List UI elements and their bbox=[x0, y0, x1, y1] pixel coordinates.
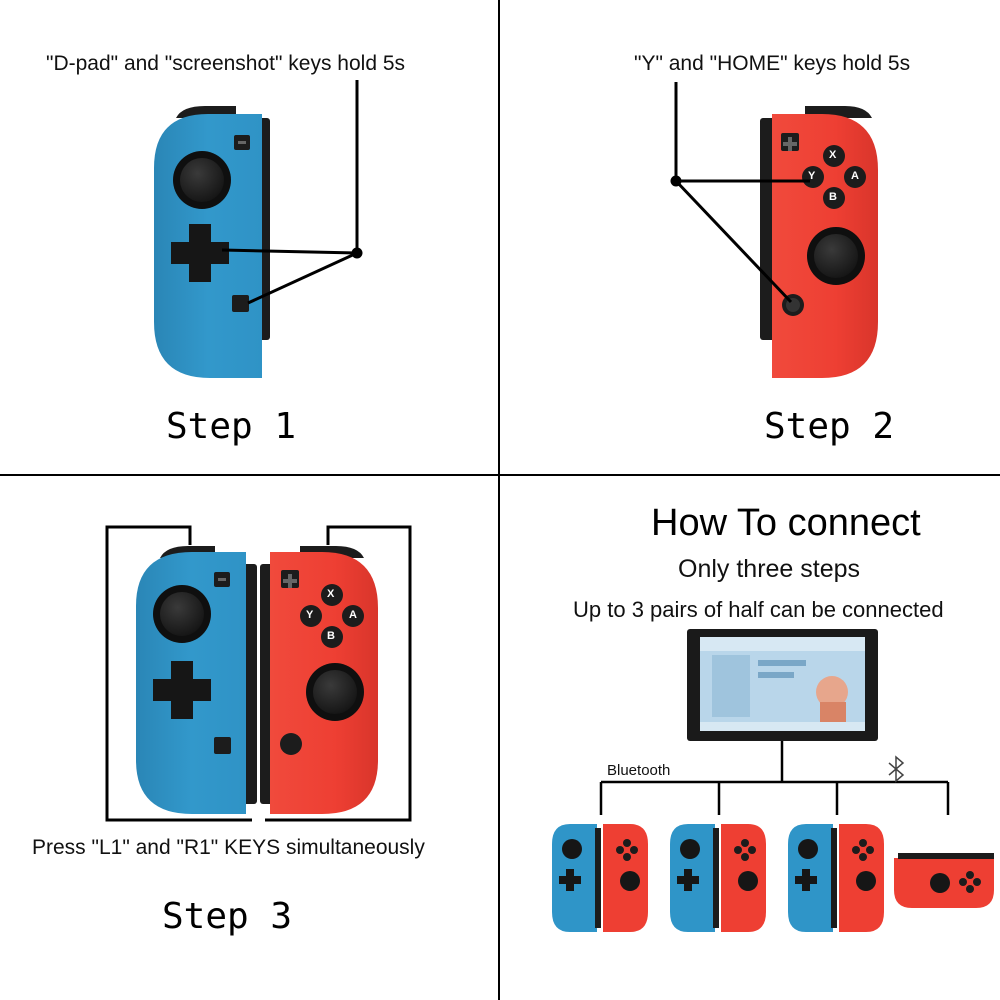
b-button-label: B bbox=[829, 191, 837, 203]
left-joy-con-blue bbox=[136, 546, 257, 814]
panel-1-step-label: Step 1 bbox=[166, 406, 297, 447]
screenshot-button-icon bbox=[232, 295, 249, 312]
a-button-label: A bbox=[851, 170, 859, 182]
analog-stick-icon bbox=[807, 227, 865, 285]
panel-2-step-label: Step 2 bbox=[764, 406, 895, 447]
joy-con-pair-1 bbox=[552, 824, 648, 932]
b-button-label: B bbox=[327, 630, 335, 642]
panel-2-instruction: "Y" and "HOME" keys hold 5s bbox=[634, 52, 911, 75]
horizontal-divider bbox=[0, 474, 1000, 476]
right-joy-con-red bbox=[260, 546, 378, 814]
right-joy-con-red bbox=[760, 106, 878, 378]
panel-3-step-label: Step 3 bbox=[162, 896, 293, 937]
panel-4-subtitle: Only three steps bbox=[678, 555, 861, 583]
panel-3-frame bbox=[105, 525, 412, 822]
bluetooth-label: Bluetooth bbox=[607, 762, 671, 779]
panel-2-callouts bbox=[674, 82, 810, 304]
panel-1-illustration bbox=[154, 80, 363, 378]
single-joy-con-red bbox=[894, 853, 994, 908]
x-button-label: X bbox=[327, 588, 335, 600]
y-button-label: Y bbox=[808, 170, 816, 182]
switch-console bbox=[687, 629, 878, 741]
x-button-label: X bbox=[829, 149, 837, 161]
home-button-icon bbox=[782, 294, 804, 316]
panel-3-instruction: Press "L1" and "R1" KEYS simultaneously bbox=[32, 836, 425, 859]
panel-4-note: Up to 3 pairs of half can be connected bbox=[573, 597, 944, 622]
y-button-label: Y bbox=[306, 609, 314, 621]
d-pad-icon bbox=[171, 224, 229, 282]
panel-1-instruction: "D-pad" and "screenshot" keys hold 5s bbox=[46, 52, 406, 75]
bluetooth-icon bbox=[888, 755, 905, 783]
joy-con-pair-2 bbox=[670, 824, 766, 932]
panel-4-title: How To connect bbox=[651, 502, 921, 544]
left-joy-con-blue bbox=[154, 106, 270, 378]
panel-1-callouts bbox=[221, 80, 359, 305]
vertical-divider bbox=[498, 0, 500, 1000]
d-pad-icon bbox=[153, 661, 211, 719]
a-button-label: A bbox=[349, 609, 357, 621]
joy-con-pair-3 bbox=[788, 824, 884, 932]
